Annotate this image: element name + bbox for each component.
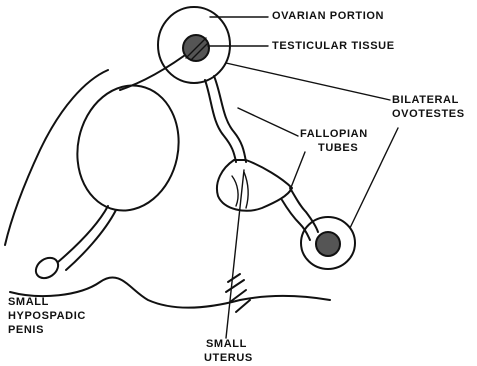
label-ovotestes: OVOTESTES xyxy=(392,108,465,121)
label-bilateral: BILATERAL xyxy=(392,94,459,107)
body-contour-left xyxy=(5,70,108,245)
penis-glans xyxy=(32,254,62,283)
lower-testicular-tissue xyxy=(316,232,340,256)
label-small-penis-2: HYPOSPADIC xyxy=(8,310,86,323)
label-testicular-tissue: TESTICULAR TISSUE xyxy=(272,40,395,53)
lower-fallopian-tube xyxy=(290,188,318,232)
label-small-uterus-2: UTERUS xyxy=(204,352,253,365)
body-contour-lower xyxy=(10,277,330,307)
leader-fallopian-upper xyxy=(238,108,298,136)
urethra-inner xyxy=(66,210,116,270)
label-small-penis-1: SMALL xyxy=(8,296,49,309)
label-ovarian-portion: OVARIAN PORTION xyxy=(272,10,384,23)
leader-bilateral-upper xyxy=(226,63,390,100)
upper-fallopian-tube xyxy=(214,76,246,162)
label-small-penis-3: PENIS xyxy=(8,324,44,337)
bladder xyxy=(66,76,190,220)
label-fallopian: FALLOPIAN xyxy=(300,128,368,141)
uterus xyxy=(217,160,292,211)
leader-fallopian-lower xyxy=(290,152,305,190)
leader-uterus xyxy=(226,170,244,338)
label-tubes: TUBES xyxy=(318,142,358,155)
label-small-uterus-1: SMALL xyxy=(206,338,247,351)
